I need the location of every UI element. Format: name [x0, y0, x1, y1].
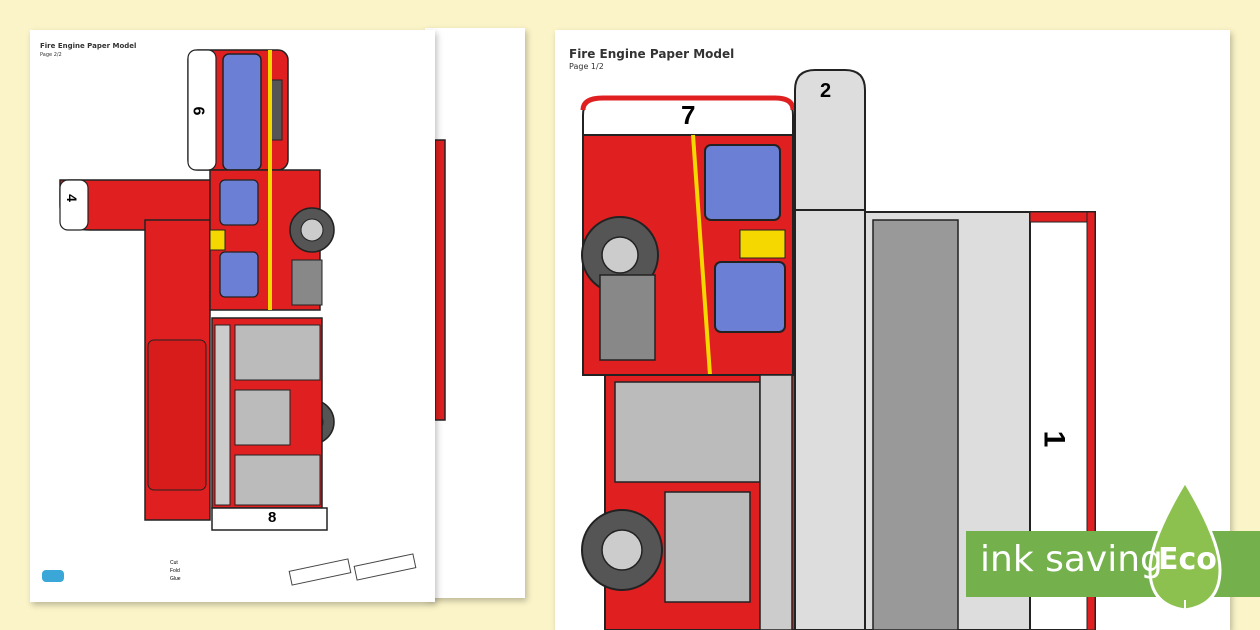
panel-number-7: 7 — [681, 100, 696, 130]
panel-number-2: 2 — [820, 80, 832, 102]
page-title: Fire Engine Paper Model — [569, 47, 735, 61]
worksheet-page-left: Fire Engine Paper Model Page 2/2 — [30, 30, 435, 602]
panel-number-4: 4 — [63, 194, 80, 202]
panel-number-8: 8 — [268, 509, 277, 526]
worksheet-page-right: Fire Engine Paper Model Page 1/2 7 2 1 — [555, 30, 1230, 630]
footer-item-cut: Cut — [170, 560, 178, 566]
page-title: Fire Engine Paper Model — [40, 42, 137, 50]
page-subtitle: Page 1/2 — [569, 62, 604, 71]
ink-saving-label: ink saving — [980, 539, 1163, 580]
footer-item-fold: Fold — [170, 568, 180, 574]
panel-number-6: 6 — [189, 106, 207, 116]
eco-label: Eco — [1158, 542, 1217, 577]
page-subtitle: Page 2/2 — [40, 52, 62, 58]
footer-item-glue: Glue — [170, 576, 181, 582]
panel-number-1: 1 — [1037, 430, 1071, 448]
fire-engine-net-left — [42, 49, 417, 586]
back-sheet — [425, 28, 525, 598]
back-sheet-art — [434, 139, 446, 421]
